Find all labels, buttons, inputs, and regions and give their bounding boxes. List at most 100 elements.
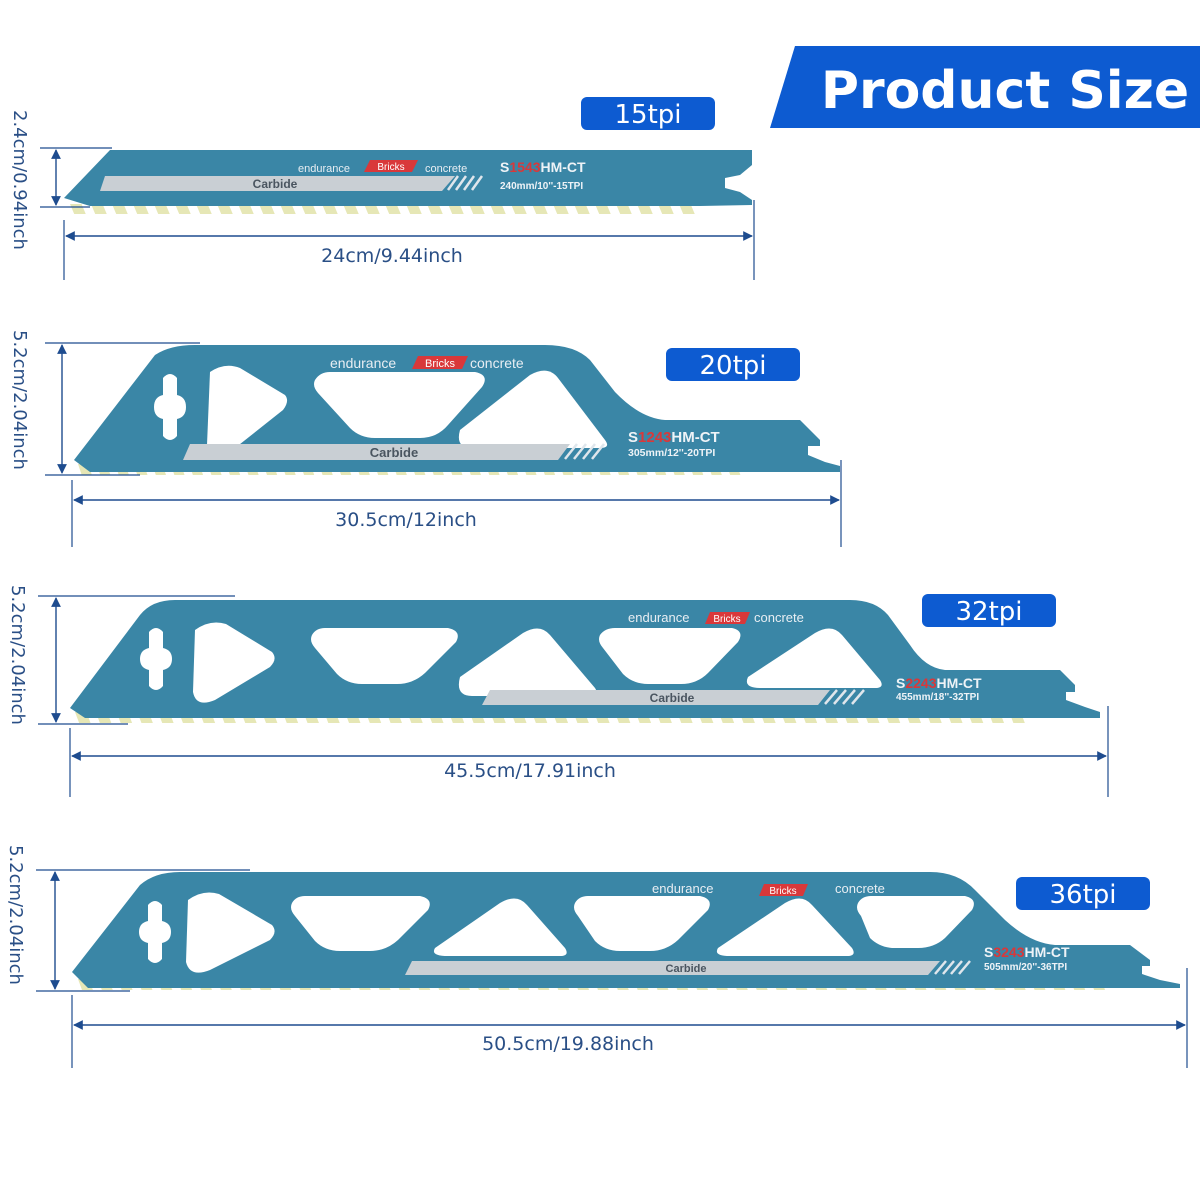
- carbide-strip: [482, 690, 830, 705]
- saw-tooth: [217, 204, 233, 214]
- saw-tooth: [238, 204, 254, 214]
- saw-tooth: [427, 204, 443, 214]
- carbide-label: Carbide: [666, 963, 707, 975]
- carbide-label: Carbide: [650, 691, 695, 705]
- carbide-label: Carbide: [370, 445, 418, 460]
- saw-tooth: [259, 204, 275, 214]
- saw-tooth: [490, 204, 506, 214]
- length-label: 45.5cm/17.91inch: [444, 760, 616, 782]
- length-dimension: 45.5cm/17.91inch: [69, 706, 1109, 797]
- spec-label: 455mm/18''-32TPI: [896, 692, 979, 703]
- spec-label: 305mm/12''-20TPI: [628, 447, 715, 459]
- saw-tooth: [280, 204, 296, 214]
- height-label: 2.4cm/0.94inch: [9, 110, 30, 250]
- stripe-marks: [446, 175, 484, 191]
- mount-slot: [139, 901, 171, 963]
- saw-tooth: [112, 204, 128, 214]
- tpi-label: 20tpi: [699, 351, 766, 381]
- stripe-marks: [824, 689, 865, 705]
- saw-tooth: [595, 204, 611, 214]
- saw-tooth: [175, 204, 191, 214]
- cutout: [574, 896, 710, 951]
- cutout: [314, 372, 485, 438]
- tpi-badge: [922, 594, 1056, 627]
- tpi-label: 36tpi: [1049, 880, 1116, 910]
- blade-group-36tpi: Carbide endurance Bricks concrete S3243H…: [5, 845, 1188, 1068]
- height-label: 5.2cm/2.04inch: [9, 330, 30, 470]
- cutout: [716, 898, 854, 956]
- endurance-label: endurance: [330, 355, 396, 371]
- model-label: S2243HM-CT: [896, 675, 982, 691]
- concrete-label: concrete: [470, 355, 524, 371]
- cutout: [458, 628, 597, 696]
- header-banner: Product Size: [770, 46, 1200, 128]
- teeth-row: [70, 204, 695, 214]
- saw-tooth: [70, 204, 86, 214]
- spec-label: 505mm/20''-36TPI: [984, 962, 1067, 973]
- saw-tooth: [574, 204, 590, 214]
- cutout: [193, 622, 275, 703]
- saw-tooth: [637, 204, 653, 214]
- height-dimension: 5.2cm/2.04inch: [9, 330, 200, 476]
- bricks-label: Bricks: [377, 162, 404, 173]
- length-label: 24cm/9.44inch: [321, 245, 463, 267]
- saw-tooth: [658, 204, 674, 214]
- length-dimension: 24cm/9.44inch: [63, 200, 755, 280]
- length-dimension: 50.5cm/19.88inch: [71, 968, 1188, 1068]
- height-dimension: 5.2cm/2.04inch: [5, 845, 250, 992]
- saw-tooth: [343, 204, 359, 214]
- model-label: S1543HM-CT: [500, 159, 586, 175]
- bricks-badge: [364, 160, 418, 172]
- stripe-marks: [564, 443, 605, 460]
- mount-slot: [154, 374, 186, 440]
- cutout: [746, 628, 882, 688]
- saw-tooth: [553, 204, 569, 214]
- bricks-badge: [705, 612, 750, 624]
- length-label: 30.5cm/12inch: [335, 509, 477, 531]
- cutout: [599, 628, 741, 684]
- saw-tooth: [679, 204, 695, 214]
- saw-tooth: [532, 204, 548, 214]
- endurance-label: endurance: [652, 881, 713, 896]
- saw-tooth: [301, 204, 317, 214]
- bricks-label: Bricks: [713, 614, 740, 625]
- saw-tooth: [469, 204, 485, 214]
- banner-shape: [770, 46, 1200, 128]
- cutout: [291, 896, 430, 951]
- carbide-label: Carbide: [253, 177, 298, 191]
- concrete-label: concrete: [425, 163, 467, 175]
- cutout: [311, 628, 458, 684]
- carbide-strip: [405, 961, 940, 975]
- blade-group-20tpi: Carbide endurance Bricks concrete S1243H…: [9, 330, 842, 547]
- bricks-label: Bricks: [425, 358, 455, 370]
- saw-tooth: [322, 204, 338, 214]
- cutout: [186, 892, 275, 973]
- saw-tooth: [154, 204, 170, 214]
- stripe-marks: [934, 960, 971, 975]
- concrete-label: concrete: [835, 881, 885, 896]
- cutout: [857, 896, 974, 948]
- saw-tooth: [406, 204, 422, 214]
- tpi-label: 32tpi: [955, 597, 1022, 627]
- saw-tooth: [364, 204, 380, 214]
- blade-group-32tpi: Carbide endurance Bricks concrete S2243H…: [7, 585, 1109, 797]
- cutout: [207, 365, 288, 455]
- blade-group-15tpi: Carbide endurance Bricks concrete S1543H…: [9, 97, 755, 280]
- height-dimension: 5.2cm/2.04inch: [7, 585, 235, 725]
- saw-tooth: [385, 204, 401, 214]
- tpi-badge: [666, 348, 800, 381]
- bricks-badge: [759, 884, 808, 896]
- length-label: 50.5cm/19.88inch: [482, 1033, 654, 1055]
- bricks-badge: [412, 356, 468, 369]
- endurance-label: endurance: [628, 610, 689, 625]
- page-title: Product Size: [821, 61, 1189, 121]
- carbide-strip: [100, 176, 455, 191]
- saw-tooth: [616, 204, 632, 214]
- model-label: S1243HM-CT: [628, 429, 720, 446]
- saw-tooth: [448, 204, 464, 214]
- height-label: 5.2cm/2.04inch: [5, 845, 26, 985]
- height-label: 5.2cm/2.04inch: [7, 585, 28, 725]
- concrete-label: concrete: [754, 610, 804, 625]
